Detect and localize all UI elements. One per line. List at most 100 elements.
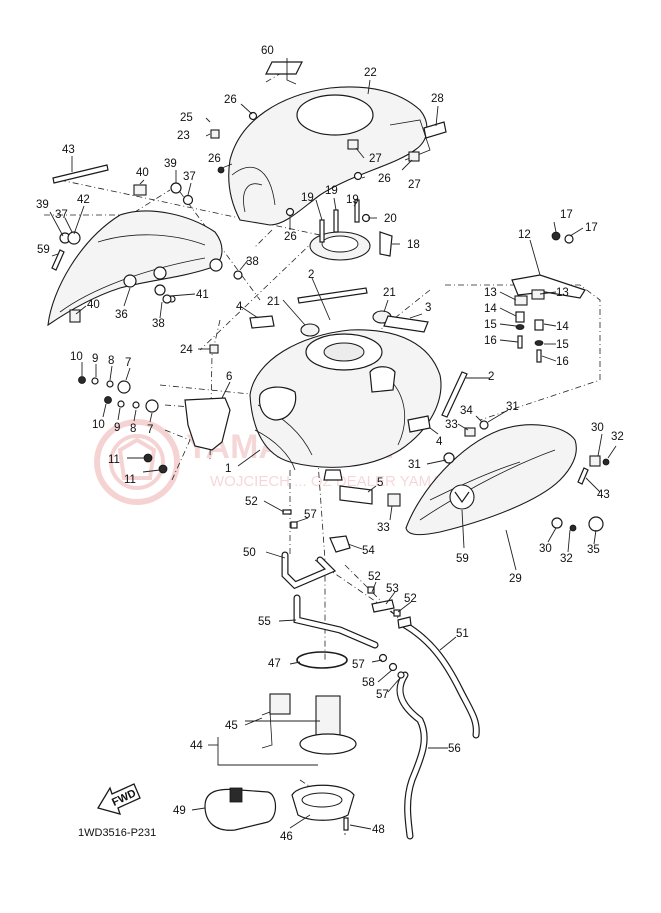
callout-9: 9 <box>114 422 120 434</box>
callout-12: 12 <box>518 229 531 241</box>
callout-1: 1 <box>225 463 231 475</box>
callout-15: 15 <box>556 339 569 351</box>
callout-37: 37 <box>183 171 196 183</box>
label-43-strip <box>52 164 109 184</box>
callout-49: 49 <box>173 805 186 817</box>
callout-51: 51 <box>456 628 469 640</box>
label-60-sticker <box>265 61 303 75</box>
callout-2: 2 <box>308 269 314 281</box>
callout-26: 26 <box>224 94 237 106</box>
fitting-53 <box>371 599 395 613</box>
callout-8: 8 <box>108 355 114 367</box>
bracket-6 <box>184 397 231 451</box>
callout-32: 32 <box>611 431 624 443</box>
callout-35: 35 <box>587 544 600 556</box>
callout-43: 43 <box>597 489 610 501</box>
callout-26: 26 <box>208 153 221 165</box>
callout-48: 48 <box>372 824 385 836</box>
fuel-cap-assembly <box>309 231 393 261</box>
callout-32: 32 <box>560 553 573 565</box>
fuel-tank <box>249 329 442 481</box>
callout-31: 31 <box>506 401 519 413</box>
callout-16: 16 <box>484 335 497 347</box>
watermark-sub: WOJCIECH ... OZ DEALER YAMAHA <box>210 473 462 490</box>
callout-37: 37 <box>55 209 68 221</box>
plate-5 <box>339 485 373 505</box>
callout-39: 39 <box>164 158 177 170</box>
callout-21: 21 <box>267 296 280 308</box>
callout-57: 57 <box>376 689 389 701</box>
callout-15: 15 <box>484 319 497 331</box>
callout-40: 40 <box>136 167 149 179</box>
callout-13: 13 <box>484 287 497 299</box>
callout-44: 44 <box>190 740 203 752</box>
rear-top-cover <box>228 86 431 226</box>
callout-26: 26 <box>378 173 391 185</box>
clamp-54 <box>329 535 351 553</box>
callout-54: 54 <box>362 545 375 557</box>
callout-14: 14 <box>556 321 569 333</box>
hoses <box>281 551 480 840</box>
callout-11: 11 <box>108 454 120 466</box>
callout-29: 29 <box>509 573 522 585</box>
callout-21: 21 <box>383 287 396 299</box>
label-28-sticker <box>423 121 447 139</box>
callout-40: 40 <box>87 299 100 311</box>
callout-7: 7 <box>147 424 153 436</box>
callout-43: 43 <box>62 144 75 156</box>
fasteners <box>51 111 610 831</box>
callout-38: 38 <box>152 318 165 330</box>
callout-6: 6 <box>226 371 232 383</box>
callout-46: 46 <box>280 831 293 843</box>
callout-38: 38 <box>246 256 259 268</box>
callout-59: 59 <box>456 553 469 565</box>
callout-60: 60 <box>261 45 274 57</box>
callout-28: 28 <box>431 93 444 105</box>
leader-lines <box>49 58 617 830</box>
callout-39: 39 <box>36 199 49 211</box>
callout-31: 31 <box>408 459 421 471</box>
left-side-cover <box>47 210 223 327</box>
callout-3: 3 <box>425 302 431 314</box>
callout-33: 33 <box>445 419 458 431</box>
callout-42: 42 <box>77 194 90 206</box>
callout-41: 41 <box>196 289 209 301</box>
callout-17: 17 <box>560 209 573 221</box>
callout-19: 19 <box>346 194 359 206</box>
callout-7: 7 <box>125 357 131 369</box>
callout-56: 56 <box>448 743 461 755</box>
diagram-code: 1WD3516-P231 <box>78 827 156 839</box>
callout-33: 33 <box>377 522 390 534</box>
callout-57: 57 <box>352 659 365 671</box>
fitting-55-joint <box>397 616 412 629</box>
callout-17: 17 <box>585 222 598 234</box>
callout-24: 24 <box>180 344 193 356</box>
callout-26: 26 <box>284 231 297 243</box>
callout-11: 11 <box>124 474 136 486</box>
strip-43-right <box>577 467 589 485</box>
strip-2-side <box>441 371 468 418</box>
callout-10: 10 <box>70 351 83 363</box>
callout-20: 20 <box>384 213 397 225</box>
callout-13: 13 <box>556 287 569 299</box>
callout-36: 36 <box>115 309 128 321</box>
label-4-left <box>249 315 275 329</box>
callout-10: 10 <box>92 419 105 431</box>
callout-19: 19 <box>325 185 338 197</box>
callout-8: 8 <box>130 423 136 435</box>
callout-55: 55 <box>258 616 271 628</box>
callout-2: 2 <box>488 371 494 383</box>
callout-4: 4 <box>236 301 243 313</box>
callout-52: 52 <box>404 593 417 605</box>
callout-18: 18 <box>407 239 420 251</box>
strip-2-top <box>297 287 368 304</box>
callout-19: 19 <box>301 192 314 204</box>
callout-53: 53 <box>386 583 399 595</box>
callout-4: 4 <box>436 436 443 448</box>
callout-27: 27 <box>408 179 421 191</box>
callout-59: 59 <box>37 244 50 256</box>
callout-9: 9 <box>92 353 98 365</box>
callout-27: 27 <box>369 153 382 165</box>
